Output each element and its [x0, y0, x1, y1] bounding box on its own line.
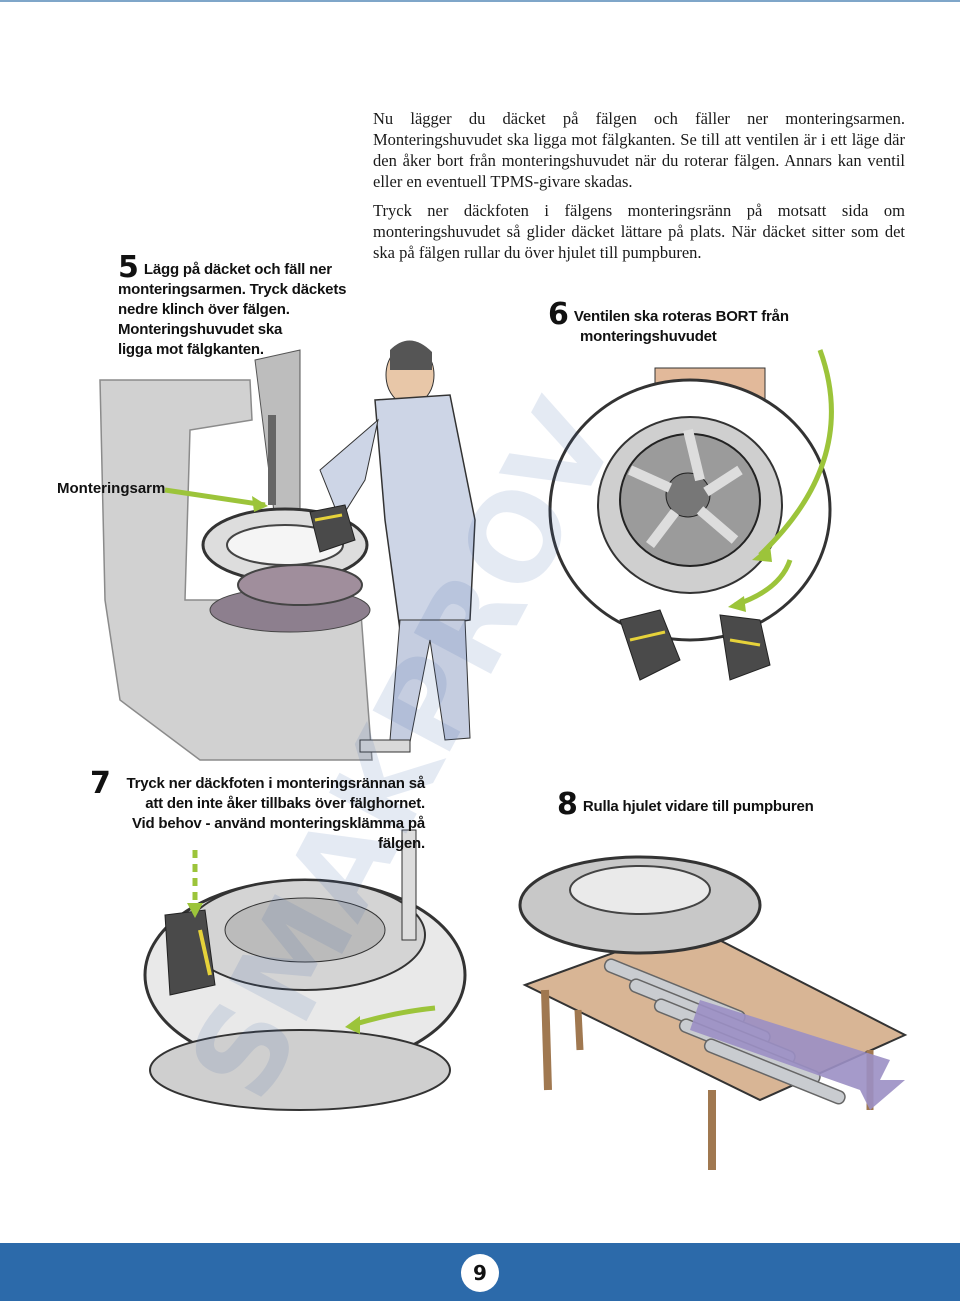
step-5-line-4: Monteringshuvudet ska	[118, 321, 283, 338]
intro-text: Nu lägger du däcket på fälgen och fäller…	[373, 108, 905, 271]
page-number: 9	[461, 1254, 499, 1292]
mechanic-illustration	[309, 340, 476, 753]
top-rule	[0, 0, 960, 2]
step-5-line-1: Lägg på däcket och fäll ner	[143, 261, 332, 278]
rim-rotation-illustration	[548, 349, 834, 681]
step-7-line-2: att den inte åker tillbaks över fälghorn…	[145, 795, 425, 812]
intro-paragraph-2: Tryck ner däckfoten i fälgens monterings…	[373, 201, 905, 262]
bead-press-illustration	[143, 829, 467, 1111]
step-5-line-5: ligga mot fälgkanten.	[118, 341, 264, 358]
step-5-line-2: monteringsarmen. Tryck däckets	[118, 281, 347, 298]
step-5-line-3: nedre klinch över fälgen.	[118, 301, 290, 318]
illustrations: SMAKPROV	[99, 340, 908, 1170]
step-7-number: 7	[90, 766, 111, 801]
step-6-line-1: Ventilen ska roteras BORT från	[573, 308, 789, 325]
intro-paragraph-1: Nu lägger du däcket på fälgen och fäller…	[373, 109, 905, 191]
step-7-caption: 7 Tryck ner däckfoten i monteringsrännan …	[85, 766, 425, 854]
roller-conveyor-illustration	[518, 855, 908, 1170]
tyre-machine-illustration	[99, 349, 373, 761]
step-8-line-1: Rulla hjulet vidare till pumpburen	[582, 798, 814, 815]
step-8-number: 8	[557, 787, 578, 822]
step-6-number: 6	[548, 297, 569, 332]
step-7-line-3: Vid behov - använd monteringsklämma på f…	[131, 815, 425, 852]
monteringsarm-pointer	[164, 487, 268, 512]
step-6-line-2: monteringshuvudet	[580, 328, 717, 345]
step-5-number: 5	[118, 250, 139, 285]
step-7-line-1: Tryck ner däckfoten i monteringsrännan s…	[126, 775, 425, 792]
monteringsarm-label: Monteringsarm	[57, 480, 166, 497]
